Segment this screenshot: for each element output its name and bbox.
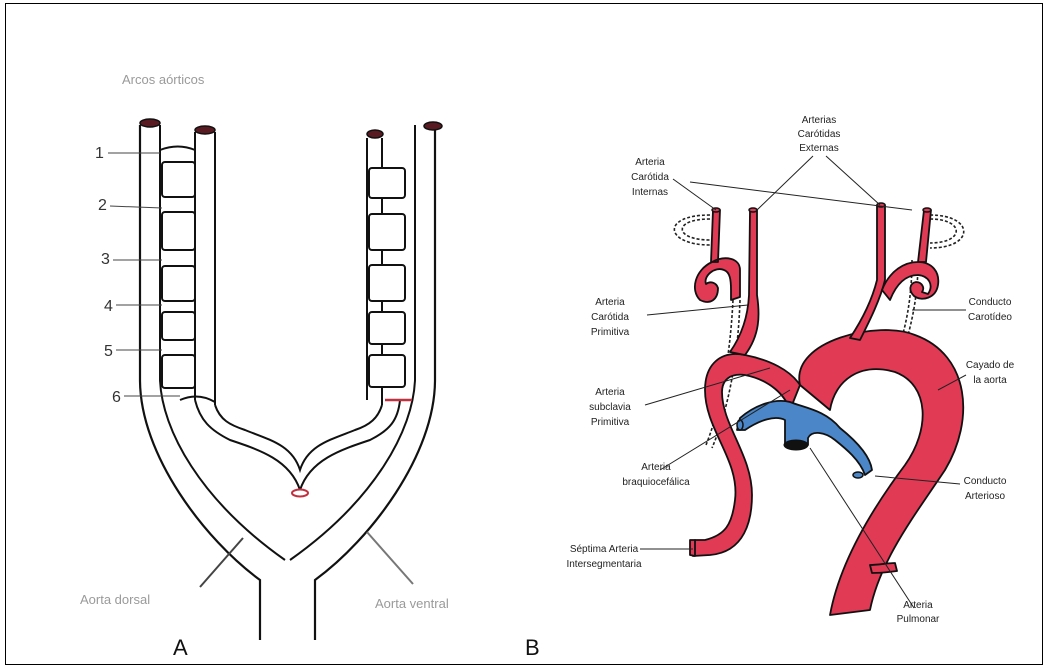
left-arch-6	[180, 396, 215, 402]
left-internal-carotid	[882, 210, 938, 300]
vessel-cap	[749, 208, 757, 212]
label-braquio-1: Arteria	[641, 462, 671, 473]
label-int-carotid-1: Arteria	[635, 157, 665, 168]
label-cayado-2: la aorta	[973, 375, 1007, 386]
label-pulmonar-2: Pulmonar	[897, 614, 940, 625]
arch-number: 2	[98, 197, 107, 214]
arch-number: 6	[112, 389, 121, 406]
panel-b: Arterias Carótidas Externas Arteria Caró…	[525, 115, 1015, 660]
label-pulmonar-1: Arteria	[903, 600, 933, 611]
regressed-loop-right-inner	[930, 219, 956, 243]
label-subclavia-1: Arteria	[595, 387, 625, 398]
arch-number: 3	[101, 251, 110, 268]
aortic-sac-cap	[292, 490, 308, 497]
label-conducto-carot-2: Carotídeo	[968, 312, 1012, 323]
arch-window	[162, 312, 195, 340]
pulmonary-trunk	[737, 401, 872, 475]
dorsal-aorta-outer	[140, 125, 260, 640]
label-septima-2: Intersegmentaria	[566, 559, 641, 570]
leader-int-carotid-r	[673, 179, 716, 210]
aortic-sac-inner	[215, 405, 382, 470]
label-prim-carotid-2: Carótida	[591, 312, 629, 323]
arteries	[690, 205, 963, 615]
pulmonary-cap-right	[853, 472, 863, 478]
aortic-arches-title: Arcos aórticos	[122, 72, 205, 87]
vessel-cap	[923, 208, 931, 212]
leader-prim-carotid	[647, 305, 748, 315]
label-conducto-art-2: Arterioso	[965, 491, 1005, 502]
regressed-loop-left-inner	[682, 219, 710, 240]
leader-ext-carotid-l	[826, 156, 880, 205]
left-arch-windows	[160, 147, 195, 389]
panel-a: Arcos aórticos	[80, 72, 449, 660]
leader-ventral	[367, 532, 413, 584]
label-aorta-ventral: Aorta ventral	[375, 596, 449, 611]
aortic-root-opening	[784, 440, 808, 450]
label-int-carotid-3: Internas	[632, 187, 668, 198]
arch-window	[162, 162, 195, 197]
vessel-cap	[424, 122, 442, 130]
arch-window	[369, 312, 405, 344]
label-ext-carotid-1: Arterias	[802, 115, 836, 126]
label-conducto-art-1: Conducto	[964, 476, 1007, 487]
arch-window	[162, 212, 195, 250]
seventh-intersegmental	[690, 540, 695, 556]
label-ext-carotid-2: Carótidas	[798, 129, 841, 140]
label-aorta-dorsal: Aorta dorsal	[80, 592, 150, 607]
arch-number: 1	[95, 145, 104, 162]
arch-window	[162, 266, 195, 301]
vessel-cap	[140, 119, 160, 127]
label-subclavia-3: Primitiva	[591, 417, 630, 428]
arch-window	[369, 214, 405, 250]
right-internal-carotid	[695, 210, 740, 302]
pulmonary-artery	[737, 401, 872, 475]
label-prim-carotid-1: Arteria	[595, 297, 625, 308]
leader-braquio	[660, 390, 790, 470]
label-int-carotid-2: Carótida	[631, 172, 669, 183]
label-subclavia-2: subclavia	[589, 402, 631, 413]
carotid-caps	[712, 203, 931, 212]
arch-window	[369, 355, 405, 387]
descending-small-branch	[870, 563, 897, 573]
label-prim-carotid-3: Primitiva	[591, 327, 630, 338]
aortic-sac-outer	[195, 400, 400, 490]
vessel-cap	[367, 130, 383, 138]
left-common-carotid	[850, 205, 885, 340]
arch-window	[369, 168, 405, 198]
label-ext-carotid-3: Externas	[799, 143, 838, 154]
arch-number: 5	[104, 343, 113, 360]
brachiocephalic-trunk	[693, 354, 800, 556]
vessel-cap	[195, 126, 215, 134]
leader-ext-carotid-r	[757, 156, 813, 210]
label-septima-1: Séptima Arteria	[570, 544, 639, 555]
label-braquio-2: braquiocefálica	[622, 477, 690, 488]
panel-letter-a: A	[173, 635, 188, 660]
leader-line	[110, 206, 162, 208]
arch-number: 4	[104, 298, 113, 315]
arch-window	[369, 265, 405, 301]
right-arch-windows	[369, 168, 405, 387]
label-conducto-carot-1: Conducto	[969, 297, 1012, 308]
label-cayado-1: Cayado de	[966, 360, 1015, 371]
panel-letter-b: B	[525, 635, 540, 660]
arch-window	[162, 355, 195, 388]
leader-int-carotid-l	[690, 182, 912, 210]
